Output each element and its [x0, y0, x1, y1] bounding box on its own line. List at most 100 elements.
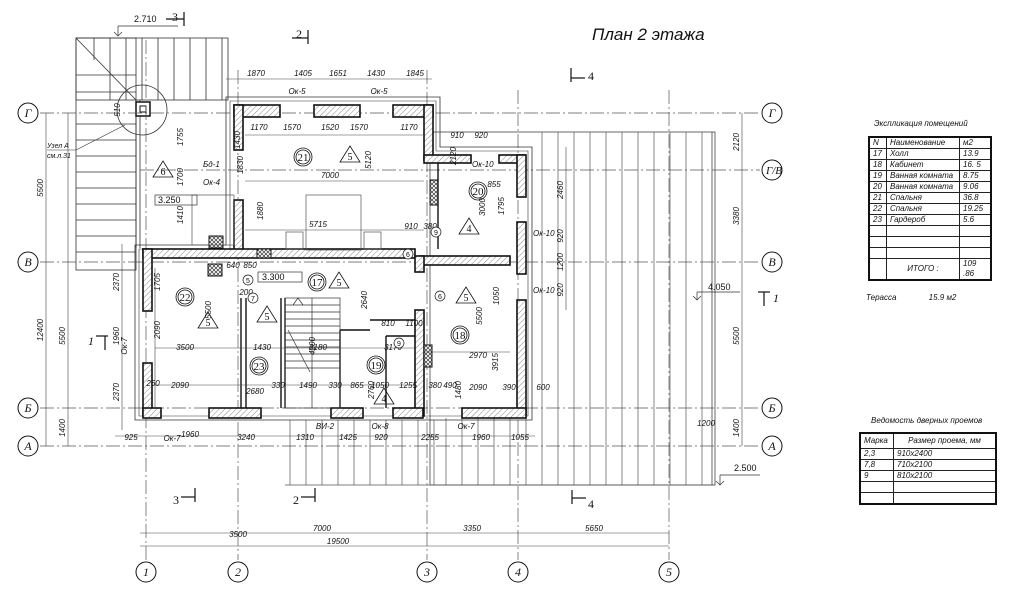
- dim-r20-855: 855: [487, 180, 501, 189]
- row-size: 810x2100: [893, 470, 997, 482]
- dim-left-2370-b: 2370: [112, 383, 121, 402]
- window-ok4: Ок-4: [203, 178, 221, 187]
- row-n: 18: [868, 159, 887, 171]
- row-name: Ванная комната: [886, 170, 960, 182]
- bedroom-furniture: [191, 194, 382, 251]
- dim-right-920-b: 920: [556, 283, 565, 297]
- label-vi2: ВИ-2: [316, 422, 335, 431]
- dim-r20-3000: 3000: [478, 198, 487, 216]
- dim-r21-5120: 5120: [364, 151, 373, 169]
- row-n: 19: [868, 170, 887, 182]
- node-callout-line2: см.л.31: [47, 153, 71, 160]
- left-canopy: [75, 37, 229, 271]
- table-row-empty: [868, 247, 992, 259]
- dim-left-1400: 1400: [58, 419, 67, 437]
- dim-inner-1520: 1520: [321, 123, 339, 132]
- col-header-name: Наименование: [886, 136, 960, 149]
- section-label-3-top: 3: [172, 10, 178, 24]
- label-ok7-b: Ок-7: [457, 422, 475, 431]
- dim-misc-510: 510: [113, 103, 122, 117]
- axis-label-a-right: А: [767, 439, 776, 453]
- dim-inner-1170-a: 1170: [250, 123, 268, 132]
- dim-right-2460: 2460: [556, 181, 565, 200]
- dim-r20-910: 910: [404, 222, 418, 231]
- dim-r18-2090: 2090: [468, 383, 487, 392]
- door-tag-6-a: 6: [406, 252, 410, 259]
- dim-r20-1795: 1795: [497, 197, 506, 215]
- building-walls: [134, 96, 533, 421]
- col-header-area: м2: [959, 136, 992, 149]
- col-header-n: N: [868, 136, 887, 149]
- dim-right-920-a: 920: [556, 229, 565, 243]
- door-tag-6-b: 6: [438, 294, 442, 301]
- room-circles: [175, 147, 488, 376]
- finish-terrace: 6: [161, 167, 166, 178]
- axis-label-g-right: Г: [768, 106, 777, 120]
- axis-label-4: 4: [515, 565, 521, 579]
- table-row-empty: [868, 225, 992, 237]
- dim-r17-330b: 330: [328, 381, 342, 390]
- dim-inner-1570-a: 1570: [283, 123, 301, 132]
- column-node: [135, 101, 151, 117]
- room-number-17: 17: [312, 277, 324, 289]
- section-label-3-bottom: 3: [173, 493, 179, 507]
- finish-21: 5: [348, 152, 353, 163]
- dim-lower-925: 925: [124, 433, 138, 442]
- dim-r20-920-top: 920: [474, 131, 488, 140]
- room-number-23: 23: [254, 361, 266, 373]
- axis-bubbles: [17, 102, 783, 583]
- axis-label-gv-right: Г/В: [765, 165, 782, 177]
- terrace-label: Терасса: [866, 293, 897, 302]
- row-n: 22: [868, 203, 887, 215]
- dim-r20-2120: 2120: [449, 147, 458, 166]
- dim-lower-1960-a: 1960: [181, 430, 199, 439]
- row-name: Спальня: [886, 192, 960, 204]
- dim-misc-1755: 1755: [176, 128, 185, 146]
- dim-misc-850: 850: [243, 261, 257, 270]
- dim-r17-2640: 2640: [360, 291, 369, 310]
- table-row-empty: [859, 492, 997, 505]
- dim-r18-2970: 2970: [468, 351, 487, 360]
- terrace-area: Терасса 15.9 м2: [866, 293, 986, 302]
- table-row-empty: [859, 481, 997, 493]
- terrace-value: 15.9 м2: [928, 293, 957, 302]
- dim-r20-380: 380: [423, 222, 437, 231]
- row-area: 19.25: [959, 203, 992, 215]
- row-size: 910x2400: [893, 448, 997, 460]
- axis-label-5: 5: [666, 565, 672, 579]
- dim-r21-7000: 7000: [321, 171, 339, 180]
- dim-left-total: 12400: [36, 318, 45, 341]
- dim-bottom-3350: 3350: [463, 524, 481, 533]
- axis-label-a-left: А: [23, 439, 32, 453]
- label-ok7-a: Ок-7: [163, 434, 181, 443]
- dim-r17-4200: 4200: [308, 337, 317, 355]
- dim-lower-2255: 2255: [420, 433, 439, 442]
- row-n: 23: [868, 214, 887, 226]
- node-callout-line1: Узел А: [46, 143, 69, 150]
- section-label-4-top: 4: [588, 69, 594, 83]
- row-n: 20: [868, 181, 887, 193]
- level-2500: 2.500: [734, 463, 757, 473]
- dim-inner-1570-b: 1570: [350, 123, 368, 132]
- window-ok5-1: Ок-5: [288, 87, 306, 96]
- dim-r19-865: 865: [350, 381, 364, 390]
- row-mark: 9: [859, 470, 894, 482]
- window-ok10-top: Ок-10: [472, 160, 494, 169]
- dim-r22-260: 260: [145, 379, 160, 388]
- dim-r18-1480: 1480: [454, 381, 463, 399]
- dimension-lines: [45, 78, 743, 547]
- section-label-2-bottom: 2: [293, 493, 299, 507]
- terrace-slats: [285, 132, 715, 486]
- finish-20: 4: [467, 224, 472, 235]
- col-header-size: Размер проема, мм: [893, 432, 997, 449]
- dim-right-1400: 1400: [732, 419, 741, 437]
- dim-misc-1410: 1410: [176, 206, 185, 224]
- row-n: 21: [868, 192, 887, 204]
